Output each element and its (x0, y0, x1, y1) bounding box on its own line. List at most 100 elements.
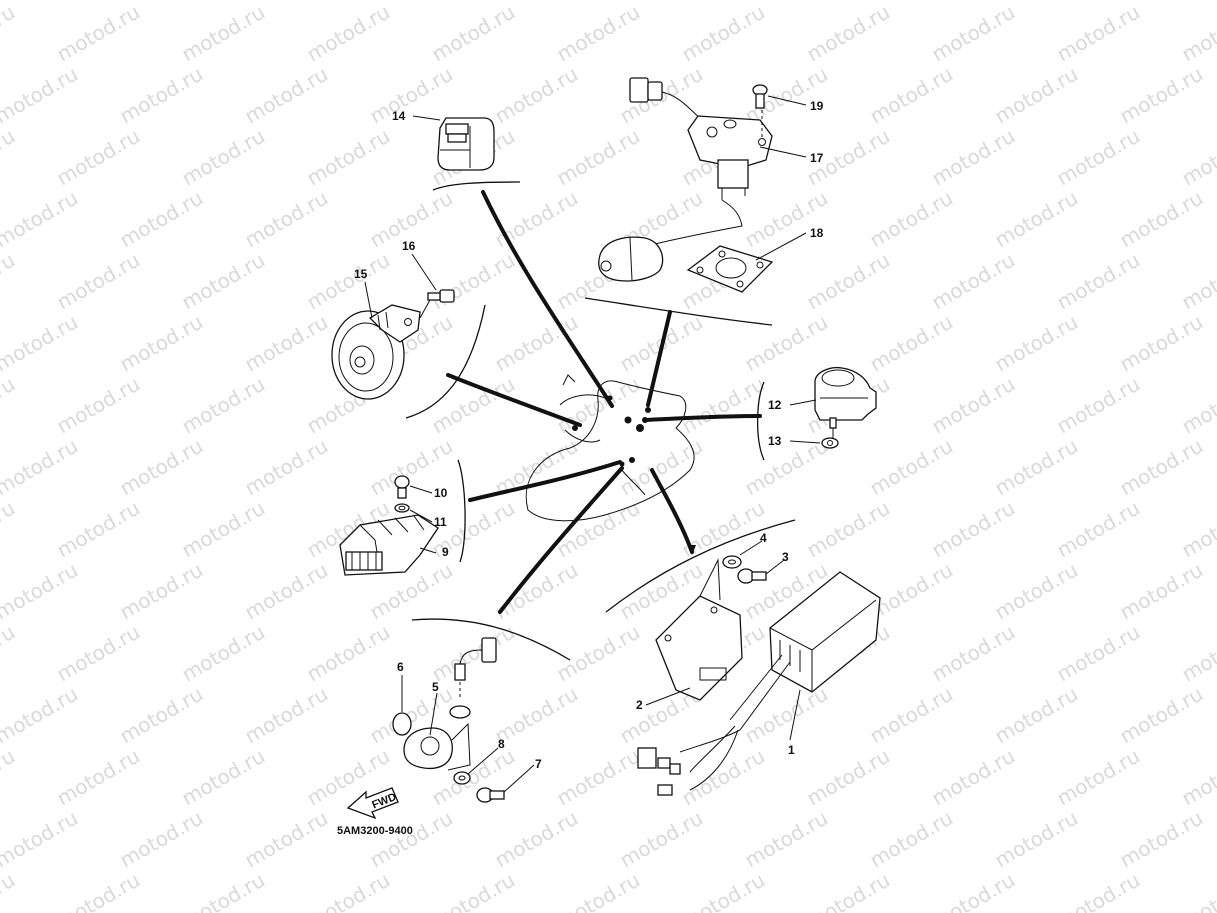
watermark-text: motod.ru (0, 434, 82, 501)
watermark-text: motod.ru (928, 0, 1019, 66)
watermark-text: motod.ru (1116, 682, 1207, 749)
watermark-text: motod.ru (1178, 124, 1217, 191)
watermark-text: motod.ru (491, 62, 582, 129)
watermark-text: motod.ru (991, 682, 1082, 749)
watermark-text: motod.ru (1116, 558, 1207, 625)
callout-5: 5 (432, 680, 439, 694)
part-1-cdi-unit (637, 571, 881, 796)
watermark-text: motod.ru (0, 124, 19, 191)
watermark-text: motod.ru (53, 124, 144, 191)
watermark-text: motod.ru (0, 806, 82, 873)
watermark-text: motod.ru (178, 744, 269, 811)
watermark-text: motod.ru (53, 0, 144, 66)
leader-lines (364, 95, 821, 793)
watermark-text: motod.ru (178, 372, 269, 439)
watermark-text: motod.ru (428, 0, 519, 66)
watermark-text: motod.ru (241, 558, 332, 625)
callout-16: 16 (402, 239, 416, 253)
diagram-code: 5AM3200-9400 (337, 825, 413, 837)
watermark-text: motod.ru (428, 868, 519, 913)
callout-15: 15 (354, 267, 368, 281)
part-11-washer (394, 503, 410, 513)
watermark-text: motod.ru (178, 248, 269, 315)
watermark-text: motod.ru (178, 496, 269, 563)
scooter-outline (525, 374, 695, 522)
watermark-text: motod.ru (928, 124, 1019, 191)
watermark-text: motod.ru (928, 744, 1019, 811)
callout-4: 4 (760, 531, 767, 545)
watermark-text: motod.ru (1178, 868, 1217, 913)
watermark-text: motod.ru (1178, 372, 1217, 439)
watermark-text: motod.ru (1178, 620, 1217, 687)
part-4-washer (722, 555, 742, 569)
callout-6: 6 (397, 660, 404, 674)
watermark-text: motod.ru (1053, 620, 1144, 687)
callout-8: 8 (498, 737, 505, 751)
harness-lines (446, 190, 762, 614)
watermark-text: motod.ru (803, 0, 894, 66)
watermark-text: motod.ru (1116, 806, 1207, 873)
callout-9: 9 (442, 545, 449, 559)
watermark-text: motod.ru (741, 186, 832, 253)
watermark-text: motod.ru (866, 682, 957, 749)
watermark-text: motod.ru (553, 744, 644, 811)
watermark-text: motod.ru (53, 496, 144, 563)
callout-2: 2 (636, 698, 643, 712)
part-9-rectifier (339, 514, 439, 576)
watermark-text: motod.ru (241, 186, 332, 253)
watermark-text: motod.ru (53, 744, 144, 811)
watermark-text: motod.ru (991, 310, 1082, 377)
watermark-text: motod.ru (1178, 0, 1217, 66)
watermark-text: motod.ru (116, 186, 207, 253)
callout-10: 10 (434, 486, 448, 500)
watermark-text: motod.ru (241, 434, 332, 501)
watermark-text: motod.ru (741, 682, 832, 749)
watermark-text: motod.ru (0, 496, 19, 563)
callout-19: 19 (810, 99, 824, 113)
watermark-text: motod.ru (678, 0, 769, 66)
watermark-text: motod.ru (366, 62, 457, 129)
watermark-text: motod.ru (803, 868, 894, 913)
watermark-text: motod.ru (116, 434, 207, 501)
watermark-text: motod.ru (866, 62, 957, 129)
callout-11: 11 (434, 515, 447, 529)
callout-12: 12 (768, 398, 782, 412)
watermark-text: motod.ru (491, 806, 582, 873)
watermark-text: motod.ru (928, 372, 1019, 439)
part-7-screw (476, 787, 505, 803)
watermark-text: motod.ru (116, 682, 207, 749)
callout-17: 17 (810, 151, 824, 165)
watermark-text: motod.ru (116, 558, 207, 625)
watermark-text: motod.ru (866, 310, 957, 377)
watermark-text: motod.ru (53, 620, 144, 687)
watermark-text: motod.ru (1053, 744, 1144, 811)
watermark-text: motod.ru (678, 372, 769, 439)
watermark-text: motod.ru (178, 620, 269, 687)
watermark-text: motod.ru (991, 62, 1082, 129)
part-5-sensor (403, 637, 497, 771)
watermark-text: motod.ru (178, 0, 269, 66)
watermark-text: motod.ru (303, 0, 394, 66)
watermark-text: motod.ru (928, 620, 1019, 687)
watermark-text: motod.ru (178, 124, 269, 191)
watermark-text: motod.ru (616, 806, 707, 873)
watermark-text: motod.ru (928, 248, 1019, 315)
watermark-text: motod.ru (741, 806, 832, 873)
callout-13: 13 (768, 434, 782, 448)
watermark-text: motod.ru (1053, 372, 1144, 439)
watermark-text: motod.ru (741, 434, 832, 501)
watermark-text: motod.ru (0, 62, 82, 129)
watermark-text: motod.ru (53, 372, 144, 439)
watermark-text: motod.ru (491, 186, 582, 253)
watermark-text: motod.ru (303, 248, 394, 315)
part-18-gasket (686, 245, 774, 293)
callout-14: 14 (392, 109, 406, 123)
part-2-bracket (655, 558, 743, 701)
part-8-washer (453, 771, 471, 785)
watermark-text: motod.ru (553, 620, 644, 687)
part-16-bolt (419, 289, 455, 319)
watermark-text: motod.ru (991, 434, 1082, 501)
watermark-text: motod.ru (303, 620, 394, 687)
watermark-text: motod.ru (241, 310, 332, 377)
